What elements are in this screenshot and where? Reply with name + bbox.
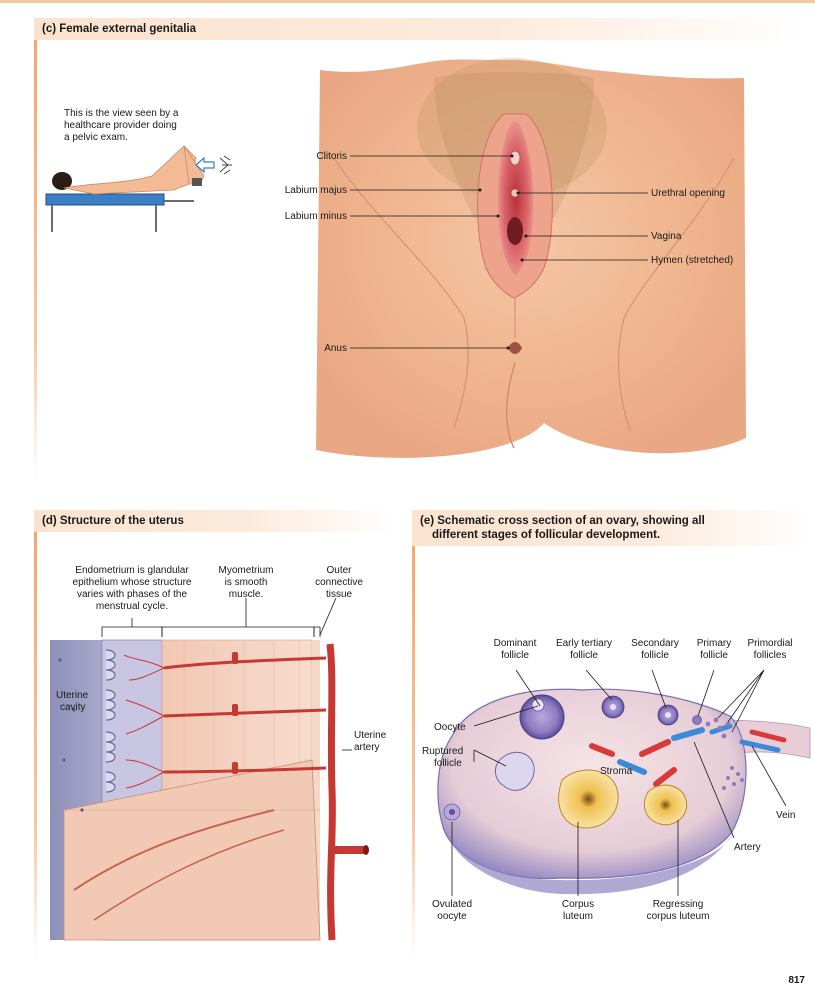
- label-hymen: Hymen (stretched): [651, 255, 733, 266]
- panel-d-title: (d) Structure of the uterus: [34, 510, 394, 532]
- follicles: [443, 694, 744, 829]
- uterine-cavity-text-1: Uterine: [56, 690, 89, 701]
- primary-follicle-label-1: Primary: [697, 638, 731, 649]
- dominant-follicle-label-1: Dominant: [494, 638, 537, 649]
- uterine-artery-text-1: Uterine: [354, 730, 387, 741]
- endometrium-text-2: epithelium whose structure: [73, 577, 192, 588]
- primary-follicle-label-2: follicle: [700, 650, 728, 661]
- stroma-label: Stroma: [600, 766, 633, 777]
- label-anus: Anus: [324, 343, 347, 354]
- early-tertiary-label-1: Early tertiary: [556, 638, 612, 649]
- label-urethral-opening: Urethral opening: [651, 188, 725, 199]
- panel-edge: [412, 510, 415, 960]
- page-top-rule: [0, 0, 815, 3]
- secondary-follicle-label-2: follicle: [641, 650, 669, 661]
- myometrium-text-3: muscle.: [229, 589, 263, 600]
- corpus-luteum-label-1: Corpus: [562, 899, 594, 910]
- oocyte-label: Oocyte: [434, 722, 466, 733]
- panel-e-title: (e) Schematic cross section of an ovary,…: [412, 510, 812, 546]
- endometrium-text-4: menstrual cycle.: [96, 601, 168, 612]
- dominant-follicle-label-2: follicle: [501, 650, 529, 661]
- ovulated-oocyte-label-1: Ovulated: [432, 899, 472, 910]
- panel-d-brackets: [101, 597, 352, 751]
- panel-ovary-cross-section: (e) Schematic cross section of an ovary,…: [412, 510, 812, 960]
- panel-female-external-genitalia: (c) Female external genitalia: [34, 18, 804, 480]
- panel-c-caption-line-2: healthcare provider doing: [64, 120, 177, 131]
- primordial-follicles-label-1: Primordial: [747, 638, 792, 649]
- myometrium-text-1: Myometrium: [218, 565, 273, 576]
- endometrium-text-3: varies with phases of the: [77, 589, 187, 600]
- panel-c-caption-line-1: This is the view seen by a: [64, 108, 179, 119]
- panel-edge: [34, 18, 37, 480]
- uterine-wall-block: [50, 639, 369, 941]
- page-number: 817: [788, 975, 805, 986]
- panel-structure-of-uterus: (d) Structure of the uterus Endometrium …: [34, 510, 394, 960]
- ovary-vessels: [589, 723, 787, 787]
- endometrium-text-1: Endometrium is glandular: [75, 565, 189, 576]
- exam-table-figure: [45, 145, 232, 232]
- secondary-follicle-label-1: Secondary: [631, 638, 679, 649]
- myometrium-text-2: is smooth: [225, 577, 268, 588]
- label-labium-majus: Labium majus: [285, 185, 347, 196]
- corpus-luteum-label-2: luteum: [563, 911, 593, 922]
- panel-e-title-line-1: (e) Schematic cross section of an ovary,…: [420, 515, 705, 527]
- panel-c-title: (c) Female external genitalia: [34, 18, 804, 40]
- uterine-artery-text-2: artery: [354, 742, 380, 753]
- ruptured-follicle-label-1: Ruptured: [422, 746, 463, 757]
- panel-e-leader-lines: [451, 669, 787, 896]
- label-clitoris: Clitoris: [316, 151, 347, 162]
- panel-c-leader-lines: [350, 155, 648, 349]
- primordial-follicles-label-2: follicles: [754, 650, 787, 661]
- regressing-corpus-luteum-label-1: Regressing: [653, 899, 704, 910]
- label-labium-minus: Labium minus: [285, 211, 347, 222]
- uterine-cavity-text-2: cavity: [60, 702, 86, 713]
- vein-label: Vein: [776, 810, 795, 821]
- early-tertiary-label-2: follicle: [570, 650, 598, 661]
- outer-tissue-text-3: tissue: [326, 589, 353, 600]
- outer-tissue-text-1: Outer: [326, 565, 352, 576]
- panel-edge: [34, 510, 37, 960]
- panel-e-title-line-2: different stages of follicular developme…: [432, 529, 661, 541]
- panel-e-illustration: Dominant follicle Early tertiary follicl…: [422, 638, 811, 922]
- artery-label: Artery: [734, 842, 761, 853]
- panel-c-caption-line-3: a pelvic exam.: [64, 132, 128, 143]
- panel-c-leader-dots: [478, 154, 528, 350]
- panel-d-illustration: Endometrium is glandular epithelium whos…: [50, 565, 387, 941]
- ovulated-oocyte-label-2: oocyte: [437, 911, 467, 922]
- panel-c-illustration: This is the view seen by a healthcare pr…: [45, 54, 794, 463]
- outer-tissue-text-2: connective: [315, 577, 363, 588]
- label-vagina: Vagina: [651, 231, 682, 242]
- ruptured-follicle-label-2: follicle: [434, 758, 462, 769]
- eye-icon: [219, 155, 232, 175]
- regressing-corpus-luteum-label-2: corpus luteum: [647, 911, 710, 922]
